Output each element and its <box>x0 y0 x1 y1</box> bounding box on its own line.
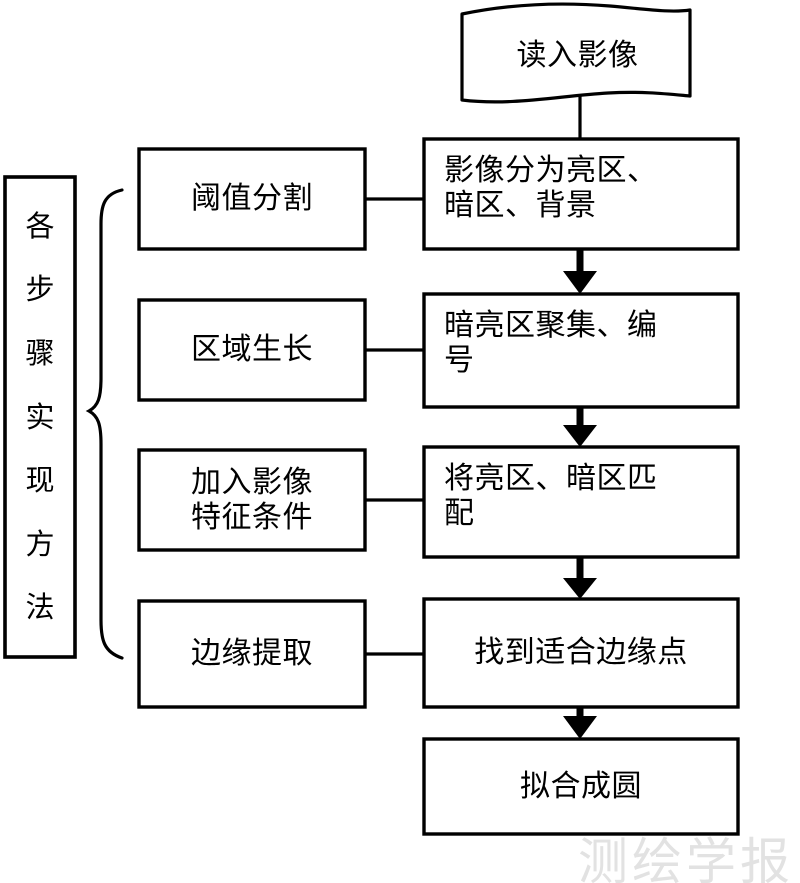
process-box-4[interactable] <box>422 597 740 709</box>
arrow-process-1-to-2 <box>563 249 597 294</box>
arrow-process-3-to-4 <box>563 557 597 599</box>
process-box-2[interactable] <box>422 292 740 409</box>
method-box-1[interactable] <box>137 147 367 251</box>
vertical-title-char-2: 步 <box>25 272 55 307</box>
vertical-title-char-7: 法 <box>25 590 55 625</box>
method-box-3[interactable] <box>137 448 367 552</box>
process-box-1[interactable] <box>422 137 740 251</box>
method-box-2[interactable] <box>137 298 367 402</box>
arrow-process-2-to-3 <box>563 407 597 447</box>
vertical-title-label: 各 步 骤 实 现 方 法 <box>5 177 75 657</box>
vertical-title-char-6: 方 <box>25 526 55 561</box>
grouping-brace <box>85 188 124 660</box>
vertical-title-char-1: 各 <box>25 208 55 243</box>
process-box-3[interactable] <box>422 445 740 559</box>
vertical-title-char-5: 现 <box>25 463 55 498</box>
start-document-shape <box>460 2 692 104</box>
vertical-title-char-3: 骤 <box>25 335 55 370</box>
vertical-title-char-4: 实 <box>25 399 55 434</box>
vertical-title-box <box>3 175 77 659</box>
arrow-process-4-to-5 <box>563 707 597 739</box>
method-box-4[interactable] <box>137 599 367 709</box>
process-box-5[interactable] <box>422 737 740 836</box>
